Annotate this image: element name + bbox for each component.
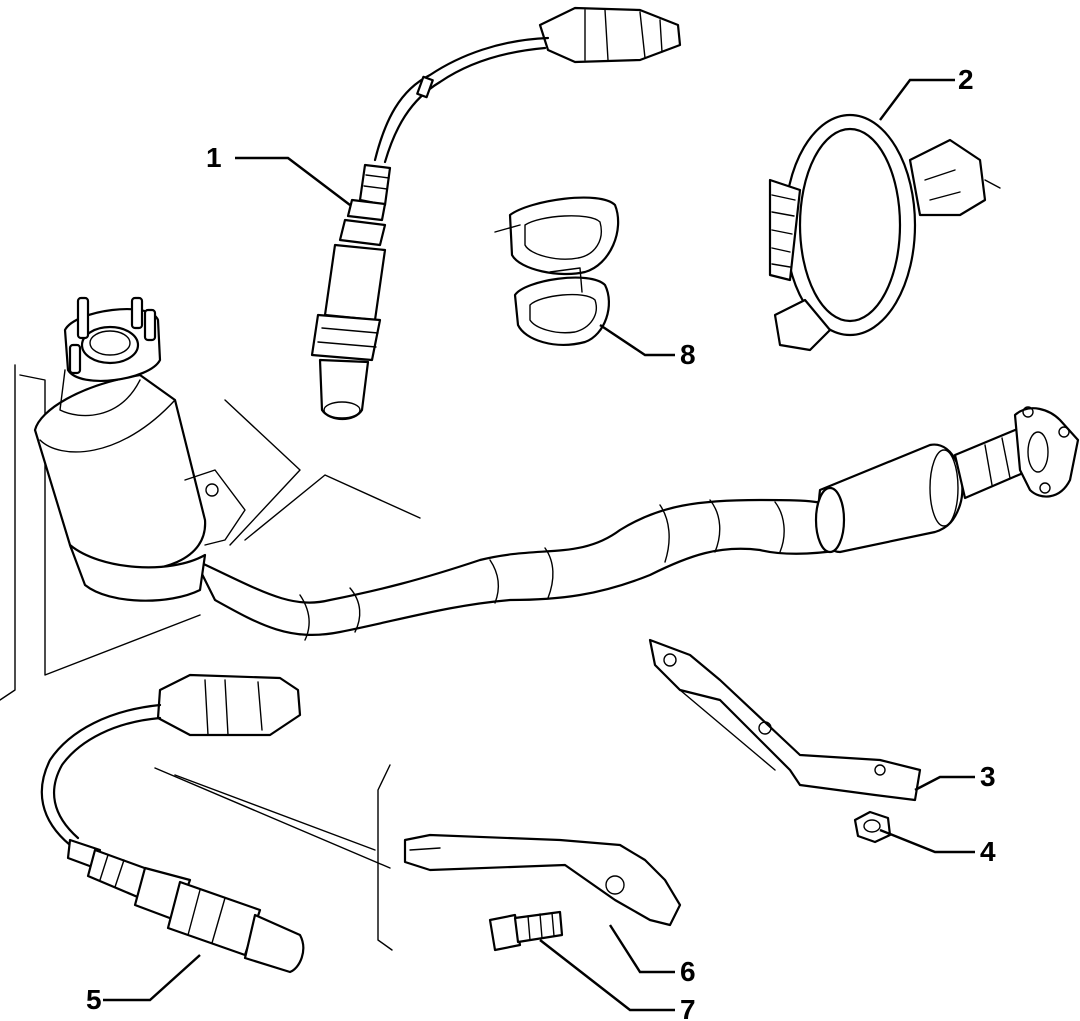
callout-4: 4 xyxy=(980,836,996,867)
oxygen-sensor-upper xyxy=(310,6,682,421)
callout-6: 6 xyxy=(680,956,696,987)
oxygen-sensor-lower xyxy=(40,673,305,974)
nut xyxy=(853,810,892,844)
callout-8: 8 xyxy=(680,339,696,370)
callout-3: 3 xyxy=(980,761,996,792)
bolt xyxy=(488,910,564,952)
callout-1: 1 xyxy=(206,142,222,173)
callout-labels: 1 2 3 4 5 6 7 8 xyxy=(86,64,996,1021)
body-reference-lines xyxy=(0,364,421,951)
double-clip xyxy=(494,196,620,346)
support-plate xyxy=(403,833,682,927)
exhaust-pipe-with-catalytic-converter xyxy=(33,296,1080,641)
callout-2: 2 xyxy=(958,64,974,95)
leader-lines xyxy=(103,78,975,1012)
callout-5: 5 xyxy=(86,984,102,1015)
bracket xyxy=(648,638,922,802)
callout-7: 7 xyxy=(680,994,696,1021)
clamp-band xyxy=(768,113,1001,352)
